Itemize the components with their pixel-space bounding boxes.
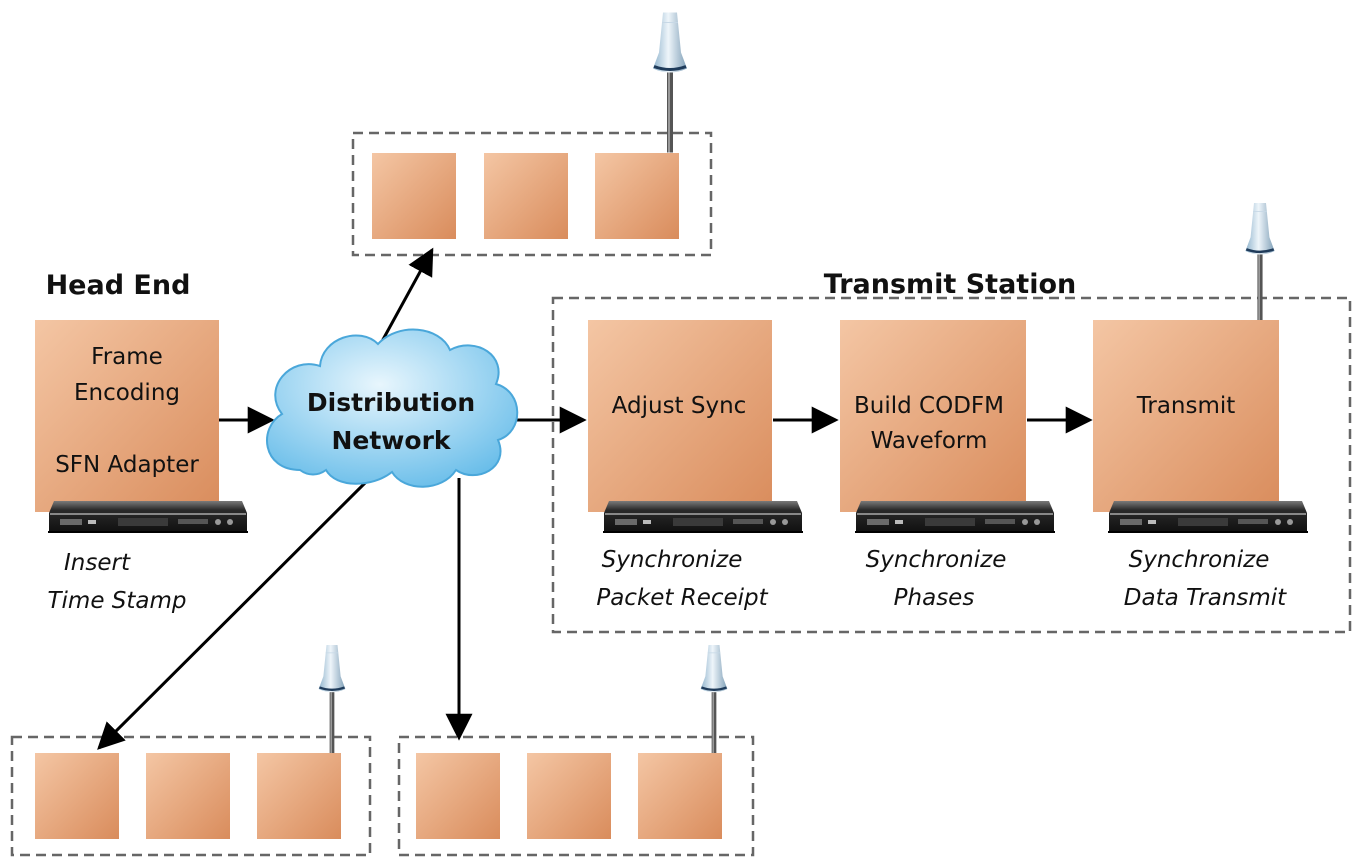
antenna-icon — [1243, 203, 1277, 323]
transmit-station-title: Transmit Station — [824, 269, 1076, 300]
build-codfm-label-1: Build CODFM — [854, 393, 1004, 419]
bottom-mid-block-1 — [416, 753, 500, 839]
top-site-group — [351, 131, 713, 257]
head-end-caption-1: Insert — [64, 550, 131, 576]
head-end-line-2: Encoding — [74, 380, 180, 406]
bottom-mid-block-2 — [527, 753, 611, 839]
build-codfm-label-2: Waveform — [871, 428, 988, 454]
cloud-line-2: Network — [331, 426, 451, 455]
top-site-block-2 — [484, 153, 568, 239]
head-end-line-3: SFN Adapter — [55, 452, 199, 478]
rack-unit-icon — [48, 501, 248, 533]
antenna-icon — [651, 10, 689, 155]
build-codfm-box — [840, 320, 1026, 512]
antenna-icon — [699, 645, 729, 755]
build-codfm-caption-2: Phases — [894, 585, 975, 611]
transmit-caption-2: Data Transmit — [1124, 585, 1287, 611]
head-end-line-1: Frame — [91, 344, 163, 370]
rack-unit-icon — [603, 501, 803, 533]
antenna-icon — [317, 645, 347, 755]
rack-unit-icon — [1108, 501, 1308, 533]
adjust-sync-caption-2: Packet Receipt — [596, 585, 768, 611]
bottom-left-block-2 — [146, 753, 230, 839]
head-end-box — [35, 320, 219, 512]
arrow-cloud-to-bottom-left — [97, 476, 372, 750]
top-site-block-3 — [595, 153, 679, 239]
arrow-cloud-to-top-site — [378, 247, 434, 346]
head-end-title: Head End — [46, 270, 191, 301]
bottom-mid-site-group — [397, 735, 755, 857]
top-site-block-1 — [372, 153, 456, 239]
adjust-sync-box — [588, 320, 772, 512]
build-codfm-caption-1: Synchronize — [866, 547, 1007, 573]
bottom-left-block-3 — [257, 753, 341, 839]
bottom-mid-block-3 — [638, 753, 722, 839]
rack-unit-icon — [855, 501, 1055, 533]
cloud-line-1: Distribution — [307, 388, 475, 417]
adjust-sync-label: Adjust Sync — [612, 393, 747, 419]
adjust-sync-caption-1: Synchronize — [602, 547, 743, 573]
transmit-caption-1: Synchronize — [1129, 547, 1270, 573]
cloud-icon — [266, 328, 519, 488]
transmit-label: Transmit — [1136, 393, 1236, 419]
transmit-station-group — [551, 296, 1352, 634]
head-end-caption-2: Time Stamp — [47, 588, 186, 614]
transmit-box — [1093, 320, 1279, 512]
bottom-left-site-group — [10, 735, 372, 857]
bottom-left-block-1 — [35, 753, 119, 839]
